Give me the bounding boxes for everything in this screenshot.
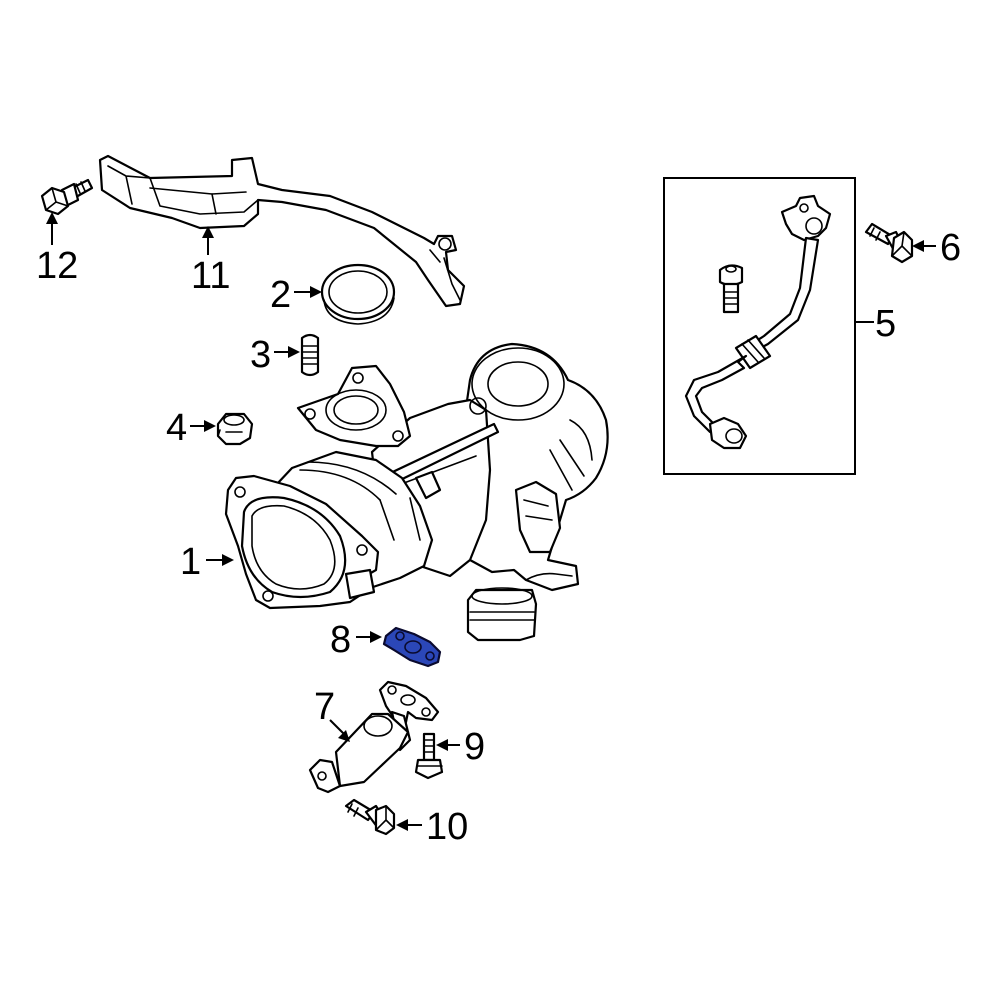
callout-12[interactable]: 12	[36, 245, 79, 287]
bolt-part-6[interactable]	[864, 222, 914, 264]
oil-tube-part-7[interactable]	[308, 680, 440, 794]
callout-10[interactable]: 10	[426, 806, 469, 848]
nut-part-4[interactable]	[216, 412, 254, 446]
callout-4[interactable]: 4	[166, 407, 188, 449]
gasket-part-8-highlighted[interactable]	[382, 626, 442, 668]
bolt-part-12[interactable]	[40, 178, 94, 216]
callout-8[interactable]: 8	[330, 619, 352, 661]
turbocharger-part-1[interactable]	[224, 342, 609, 642]
callout-6[interactable]: 6	[940, 227, 962, 269]
callout-7[interactable]: 7	[314, 686, 336, 728]
stud-part-9[interactable]	[414, 732, 444, 780]
gasket-part-2[interactable]	[320, 263, 396, 325]
callout-3[interactable]: 3	[250, 334, 272, 376]
callout-5[interactable]: 5	[875, 303, 897, 345]
callout-11[interactable]: 11	[191, 255, 231, 297]
callout-9[interactable]: 9	[464, 726, 486, 768]
bolt-part-10[interactable]	[344, 798, 396, 836]
bracket-part-11[interactable]	[98, 154, 466, 308]
callout-2[interactable]: 2	[270, 274, 292, 316]
leader-arrows	[46, 212, 936, 831]
oil-line-part-5[interactable]	[684, 194, 832, 450]
stud-part-3[interactable]	[300, 333, 320, 377]
part-5-group-box	[663, 177, 856, 475]
callout-1[interactable]: 1	[180, 541, 202, 583]
